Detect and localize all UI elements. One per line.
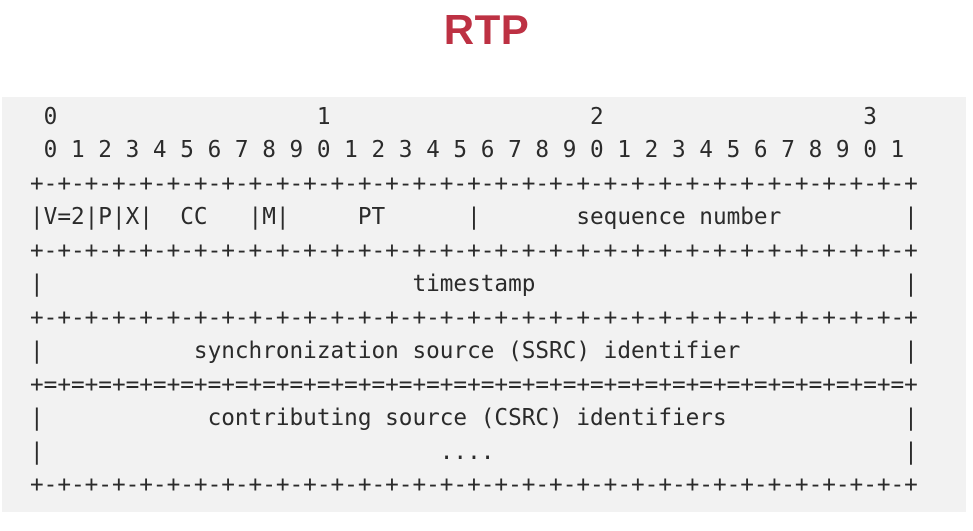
rtp-header-ascii-diagram: 0 1 2 3 0 1 2 3 4 5 6 7 8 9 0 1 2 3 4 5 … — [30, 104, 918, 498]
page-title: RTP — [443, 6, 530, 53]
rtp-header-diagram-panel: 0 1 2 3 0 1 2 3 4 5 6 7 8 9 0 1 2 3 4 5 … — [2, 97, 966, 512]
